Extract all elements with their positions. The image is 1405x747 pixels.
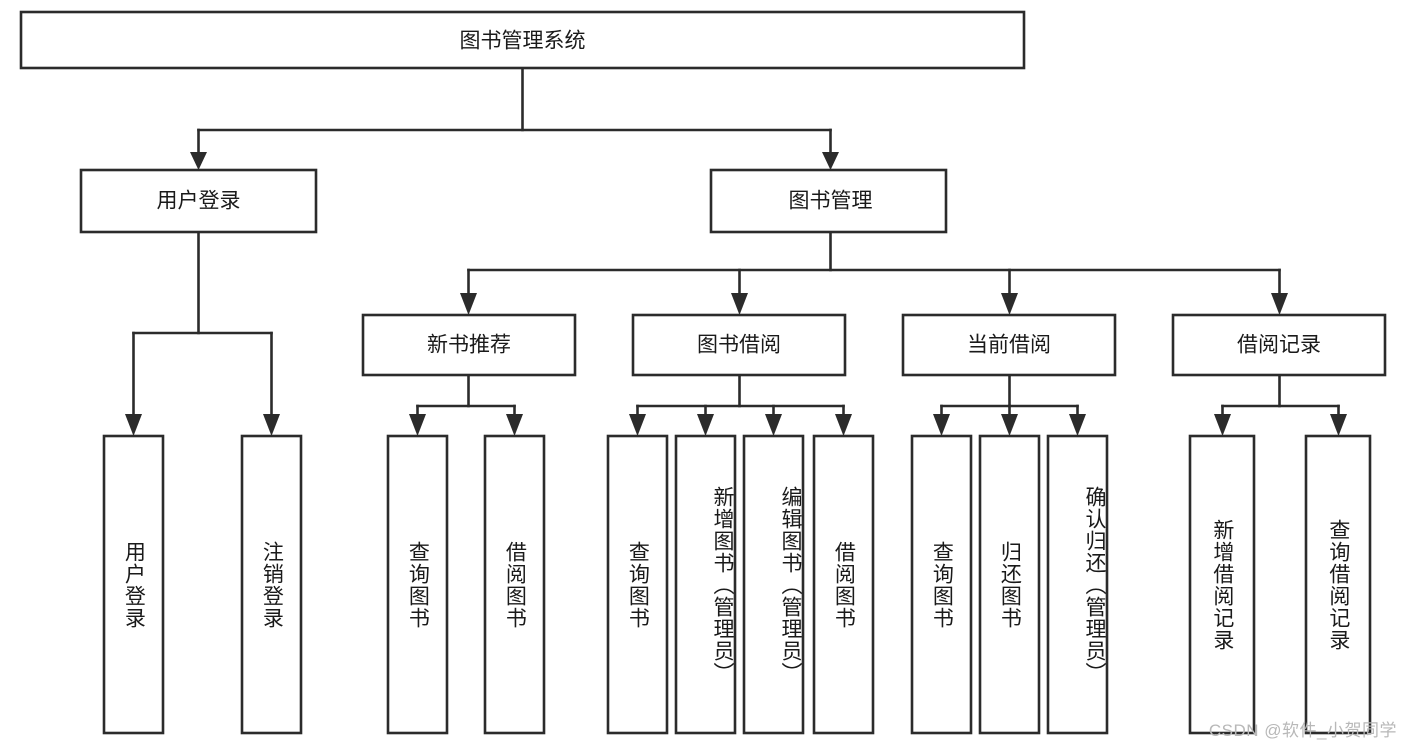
arrowhead-leaf-currentborrow-1 [933, 414, 950, 436]
node-root-label: 图书管理系统 [460, 30, 586, 53]
node-book-borrow-box[interactable] [631, 313, 847, 377]
arrowhead-book-borrow [731, 293, 748, 315]
arrowhead-new-book-rec [460, 293, 477, 315]
leaf-box-borrow-record-2[interactable] [1304, 434, 1372, 735]
leaf-box-current-borrow-1[interactable] [910, 434, 973, 735]
leaf-box-book-borrow-2[interactable] [674, 434, 737, 735]
arrowhead-book-manage [822, 152, 839, 170]
node-current-borrow-box[interactable] [901, 313, 1117, 377]
node-new-book-rec-label: 新书推荐 [427, 334, 511, 357]
node-borrow-record-label: 借阅记录 [1237, 334, 1321, 357]
leaf-box-book-borrow-3[interactable] [742, 434, 805, 735]
csdn-watermark: CSDN @软件_小贺同学 [1208, 721, 1397, 740]
arrowhead-leaf-borrowrecord-1 [1214, 414, 1231, 436]
connector-layer [125, 66, 1347, 436]
leaf-box-book-borrow-1[interactable] [606, 434, 669, 735]
arrowhead-leaf-userlogin-1 [125, 414, 142, 436]
leaf-box-current-borrow-2[interactable] [978, 434, 1041, 735]
arrowhead-leaf-currentborrow-2 [1001, 414, 1018, 436]
arrowhead-leaf-newbook-1 [409, 414, 426, 436]
node-root-box[interactable] [19, 10, 1026, 70]
node-borrow-record-box[interactable] [1171, 313, 1387, 377]
node-book-borrow-label: 图书借阅 [697, 334, 781, 357]
arrowhead-leaf-currentborrow-3 [1069, 414, 1086, 436]
arrowhead-leaf-bookborrow-1 [629, 414, 646, 436]
leaf-box-current-borrow-3[interactable] [1046, 434, 1109, 735]
leaf-box-user-login-2[interactable] [240, 434, 303, 735]
arrowhead-leaf-bookborrow-4 [835, 414, 852, 436]
node-new-book-rec-box[interactable] [361, 313, 577, 377]
node-book-manage-label: 图书管理 [789, 190, 873, 213]
leaf-box-user-login-1[interactable] [102, 434, 165, 735]
arrowhead-leaf-borrowrecord-2 [1330, 414, 1347, 436]
leaf-box-new-book-rec-2[interactable] [483, 434, 546, 735]
node-book-manage-box[interactable] [709, 168, 948, 234]
node-current-borrow-label: 当前借阅 [967, 334, 1051, 357]
leaf-box-book-borrow-4[interactable] [812, 434, 875, 735]
leaf-box-borrow-record-1[interactable] [1188, 434, 1256, 735]
node-layer: 图书管理系统 用户登录 图书管理 新书推荐 图书借阅 当前借阅 借阅记录 [19, 10, 1387, 735]
arrowhead-user-login [190, 152, 207, 170]
leaf-box-new-book-rec-1[interactable] [386, 434, 449, 735]
arrowhead-current-borrow [1001, 293, 1018, 315]
node-user-login-box[interactable] [79, 168, 318, 234]
arrowhead-leaf-newbook-2 [506, 414, 523, 436]
arrowhead-leaf-userlogin-2 [263, 414, 280, 436]
node-user-login-label: 用户登录 [157, 190, 241, 213]
arrowhead-borrow-record [1271, 293, 1288, 315]
arrowhead-leaf-bookborrow-2 [697, 414, 714, 436]
arrowhead-leaf-bookborrow-3 [765, 414, 782, 436]
